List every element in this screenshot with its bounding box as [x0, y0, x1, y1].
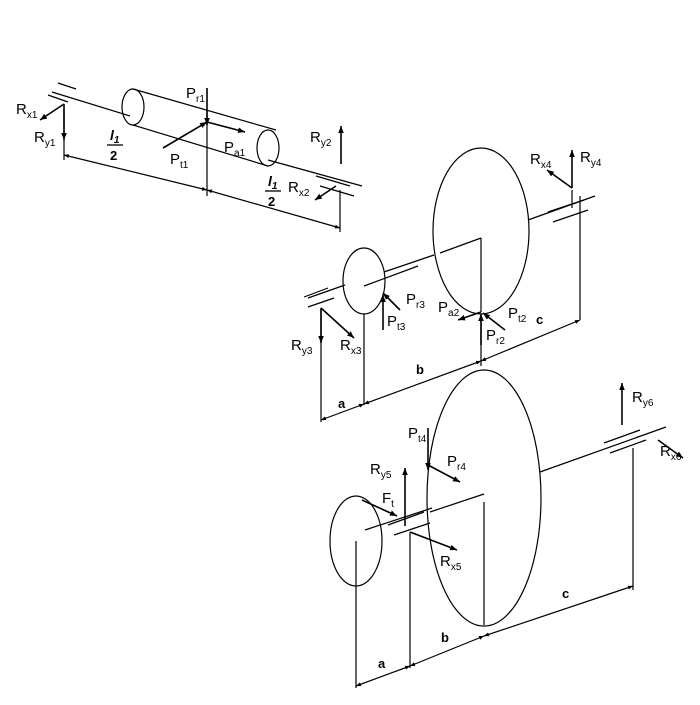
label-rx6: Rx6: [660, 443, 682, 463]
label-dim-b1: b: [416, 362, 424, 377]
label-pt1: Pt1: [170, 151, 189, 171]
shaft-3: [329, 369, 684, 688]
dim-line-a2: [355, 665, 411, 687]
force-rx5: [409, 531, 458, 551]
label-dim-b2: b: [441, 630, 449, 645]
force-rx4: [546, 169, 573, 189]
label-ry6: Ry6: [632, 389, 654, 409]
label-dim-a2: a: [378, 656, 386, 671]
svg-text:l1: l1: [268, 173, 278, 192]
dim-line-c1: [480, 319, 581, 362]
force-pt1: [162, 121, 208, 149]
label-rx2: Rx2: [288, 179, 310, 199]
label-pt4: Pt4: [408, 425, 427, 445]
fraction-l1-half-right: l1 2: [265, 173, 281, 209]
label-ry5: Ry5: [370, 461, 392, 481]
label-pa1: Pa1: [224, 139, 246, 159]
label-ry3: Ry3: [291, 337, 313, 357]
force-pr4: [427, 464, 461, 483]
label-dim-a1: a: [338, 396, 346, 411]
label-rx5: Rx5: [440, 553, 462, 573]
svg-text:l1: l1: [110, 127, 120, 146]
label-dim-c1: c: [536, 312, 543, 327]
dim-line-l1-half-left: [63, 154, 208, 191]
force-rx3: [320, 307, 355, 339]
label-pr4: Pr4: [447, 453, 466, 473]
force-pa1: [206, 121, 246, 133]
dim-line-b1: [363, 360, 482, 405]
label-dim-c2: c: [562, 586, 569, 601]
dim-line-c2: [483, 585, 634, 637]
shaft-1: [39, 82, 363, 232]
label-pr2: Pr2: [486, 327, 505, 347]
dim-line-l1-half-right: [206, 189, 341, 229]
label-rx3: Rx3: [340, 337, 362, 357]
dim-line-b2: [409, 635, 485, 667]
label-pt3: Pt3: [387, 313, 406, 333]
label-pt2: Pt2: [508, 305, 527, 325]
label-ry1: Ry1: [34, 129, 56, 149]
force-ft: [361, 499, 398, 517]
force-pr3: [382, 292, 401, 311]
force-rx2: [314, 185, 337, 201]
pinion-1-left-face: [121, 88, 145, 126]
label-pa2: Pa2: [438, 299, 460, 319]
svg-text:2: 2: [110, 148, 117, 163]
fraction-l1-half-left: l1 2: [107, 127, 123, 163]
force-rx1: [39, 103, 65, 121]
pinion-1-right-face: [256, 129, 280, 167]
label-ft: Ft: [382, 490, 394, 510]
svg-text:2: 2: [268, 194, 275, 209]
label-rx4: Rx4: [530, 151, 552, 171]
dim-line-a1: [320, 403, 365, 421]
label-rx1: Rx1: [16, 101, 38, 121]
label-pr1: Pr1: [186, 85, 205, 105]
label-pr3: Pr3: [406, 291, 425, 311]
force-pt2: [482, 312, 506, 331]
force-pa2: [457, 311, 482, 321]
shaft-2: [303, 147, 596, 422]
label-ry2: Ry2: [310, 129, 332, 149]
label-ry4: Ry4: [580, 149, 602, 169]
force-rx6: [657, 439, 684, 459]
